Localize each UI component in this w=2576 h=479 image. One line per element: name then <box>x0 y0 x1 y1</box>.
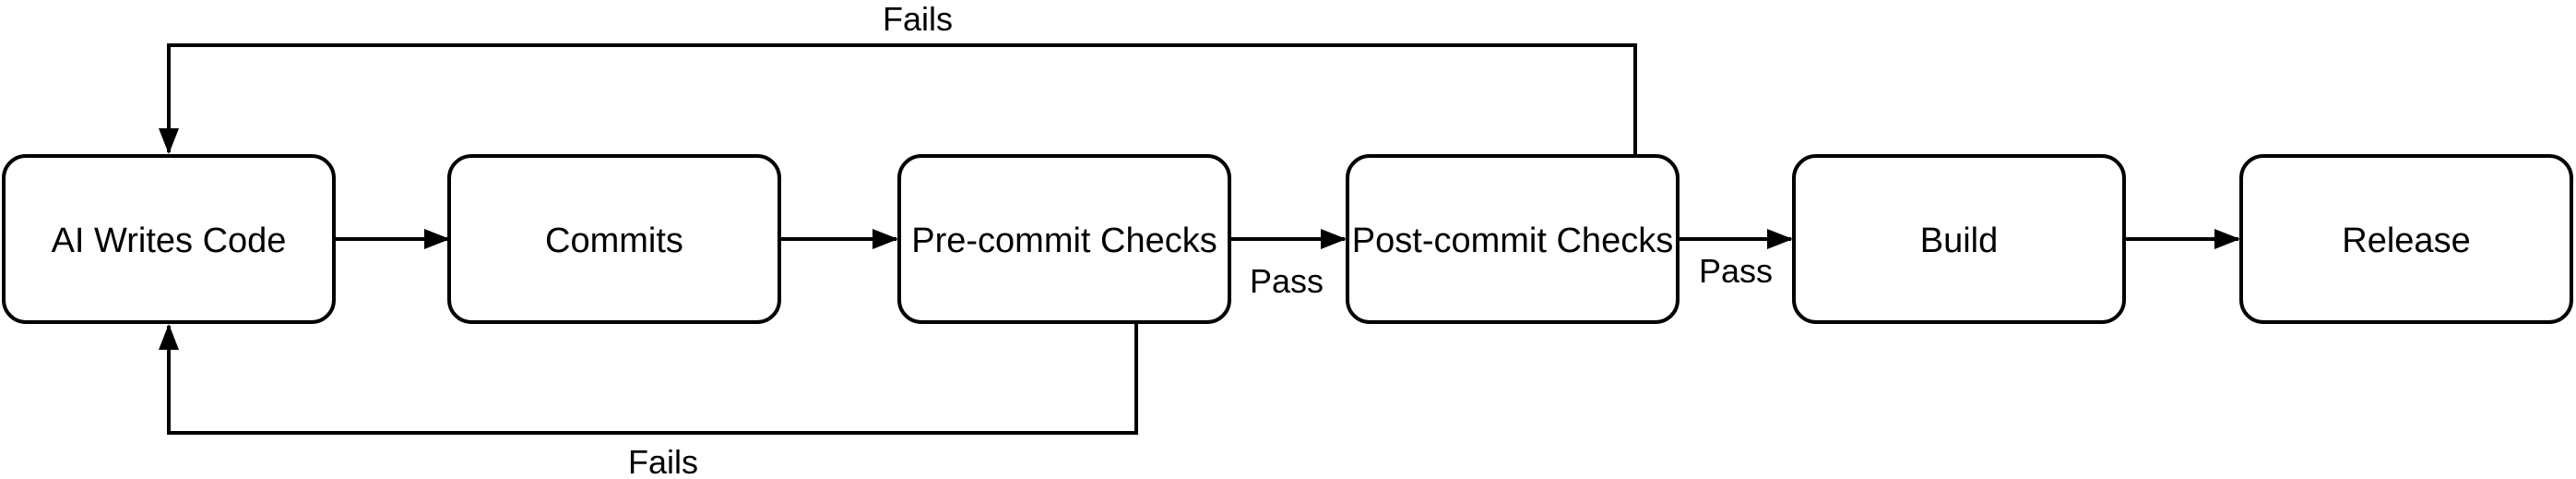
edge-post-commit-checks-fails-to-ai-writes-code <box>159 43 1637 156</box>
node-pre-commit-checks-shape[interactable] <box>897 154 1231 324</box>
node-post-commit-checks-label: Post-commit Checks <box>1352 222 1673 260</box>
node-commits: Commits <box>447 154 781 324</box>
node-ai-writes-code-shape[interactable] <box>2 154 336 324</box>
node-pre-commit-checks: Pre-commit Checks <box>897 154 1231 324</box>
node-commits-shape[interactable] <box>447 154 781 324</box>
nodes: AI Writes Code Commits Pre-commit Checks… <box>2 154 2573 324</box>
edges <box>159 43 2240 435</box>
node-ai-writes-code: AI Writes Code <box>2 154 336 324</box>
node-post-commit-checks: Post-commit Checks <box>1346 154 1680 324</box>
node-build-shape[interactable] <box>1792 154 2126 324</box>
node-post-commit-checks-shape[interactable] <box>1346 154 1680 324</box>
node-build-label: Build <box>1920 222 1999 260</box>
edge-labels: Pass Pass Fails Fails <box>628 0 1773 479</box>
node-pre-commit-checks-label: Pre-commit Checks <box>911 222 1217 260</box>
node-release-shape[interactable] <box>2239 154 2573 324</box>
node-ai-writes-code-label: AI Writes Code <box>52 222 287 260</box>
edge-label-fails-bottom: Fails <box>628 443 698 479</box>
node-commits-label: Commits <box>545 222 683 260</box>
node-build: Build <box>1792 154 2126 324</box>
edge-label-pass-post-to-build: Pass <box>1699 252 1773 290</box>
edge-label-pass-pre-to-post: Pass <box>1250 262 1324 300</box>
edge-pre-commit-checks-fails-to-ai-writes-code <box>159 322 1138 435</box>
node-release: Release <box>2239 154 2573 324</box>
edge-label-fails-top: Fails <box>883 0 953 38</box>
node-release-label: Release <box>2342 222 2470 260</box>
